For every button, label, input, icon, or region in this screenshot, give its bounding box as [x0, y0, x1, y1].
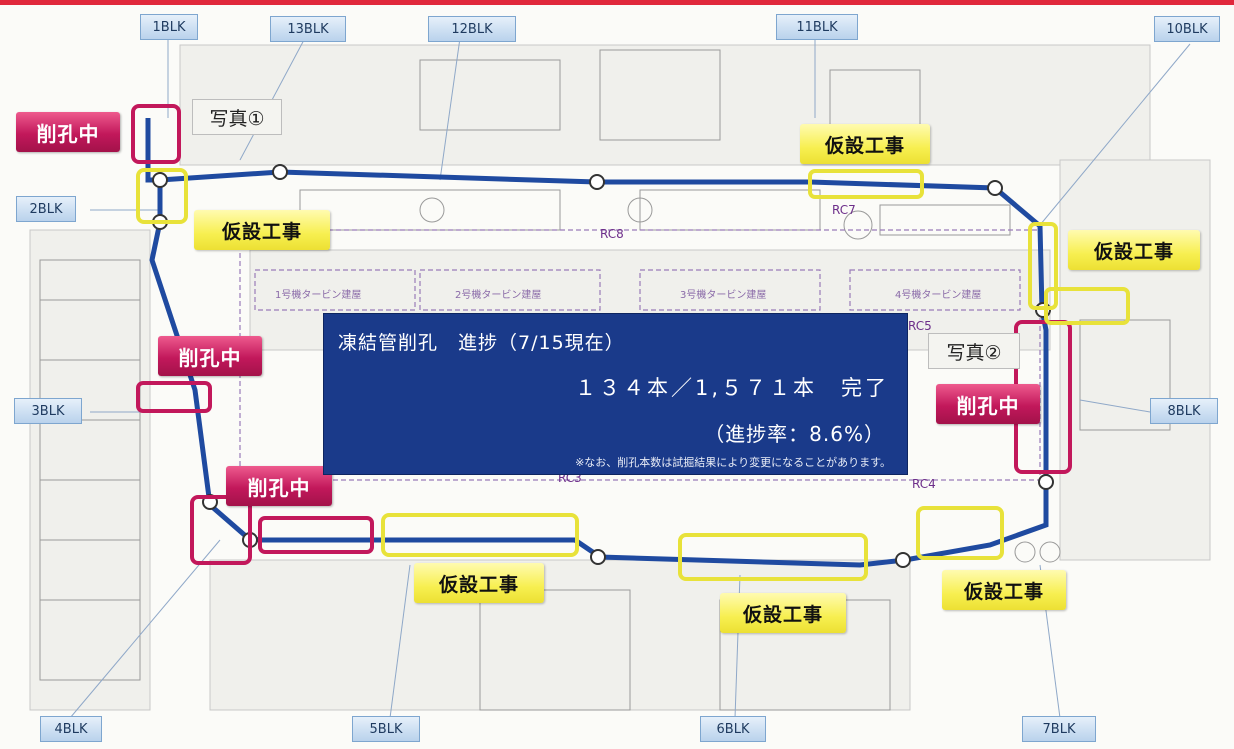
blk-label-4: 4BLK: [40, 716, 102, 742]
turbine-label-1: 1号機タービン建屋: [275, 288, 361, 301]
blk-label-5: 5BLK: [352, 716, 420, 742]
blk-label-7: 7BLK: [1022, 716, 1096, 742]
progress-count: １３４本／1,５７１本 完了: [574, 376, 889, 400]
temporary-work-tag-11blk: 仮設工事: [800, 124, 930, 164]
blk-label-10: 10BLK: [1154, 16, 1220, 42]
blk-label-13: 13BLK: [270, 16, 346, 42]
rc-label-rc5: RC5: [908, 319, 932, 333]
drilling-tag-8blk: 削孔中: [936, 384, 1040, 424]
temporary-work-tag-2blk: 仮設工事: [194, 210, 330, 250]
rc-label-rc8: RC8: [600, 227, 624, 241]
temporary-work-tag-10blk: 仮設工事: [1068, 230, 1200, 270]
turbine-label-3: 3号機タービン建屋: [680, 288, 766, 301]
turbine-label-4: 4号機タービン建屋: [895, 288, 981, 301]
temporary-work-tag-7blk: 仮設工事: [942, 570, 1066, 610]
top-accent-bar: [0, 0, 1234, 5]
blk-label-2: 2BLK: [16, 196, 76, 222]
progress-note: ※なお、削孔本数は試掘結果により変更になることがあります。: [575, 456, 891, 469]
blk-label-12: 12BLK: [428, 16, 516, 42]
temporary-work-tag-6blk: 仮設工事: [720, 593, 846, 633]
rc-label-rc4: RC4: [912, 477, 936, 491]
blk-label-11: 11BLK: [776, 14, 858, 40]
progress-rate: （進捗率：8.6%）: [704, 422, 885, 446]
blk-label-1: 1BLK: [140, 14, 198, 40]
temporary-work-tag-5blk: 仮設工事: [414, 563, 544, 603]
rc-label-rc7: RC7: [832, 203, 856, 217]
turbine-buildings: [239, 229, 1041, 481]
drilling-boxes: [131, 104, 1072, 565]
progress-title: 凍結管削孔 進捗（7/15現在）: [338, 332, 625, 354]
blk-label-3: 3BLK: [14, 398, 82, 424]
drilling-tag-3blk: 削孔中: [158, 336, 262, 376]
blk-label-6: 6BLK: [700, 716, 766, 742]
blk-label-8: 8BLK: [1150, 398, 1218, 424]
progress-panel: 凍結管削孔 進捗（7/15現在） １３４本／1,５７１本 完了 （進捗率：8.6…: [323, 313, 908, 475]
photo-marker-1: 写真①: [192, 99, 282, 135]
turbine-label-2: 2号機タービン建屋: [455, 288, 541, 301]
plan-background: [29, 44, 1211, 711]
photo-marker-2: 写真②: [928, 333, 1020, 369]
temporary-boxes: [136, 168, 1130, 581]
drilling-tag-1blk: 削孔中: [16, 112, 120, 152]
drilling-tag-4blk: 削孔中: [226, 466, 332, 506]
